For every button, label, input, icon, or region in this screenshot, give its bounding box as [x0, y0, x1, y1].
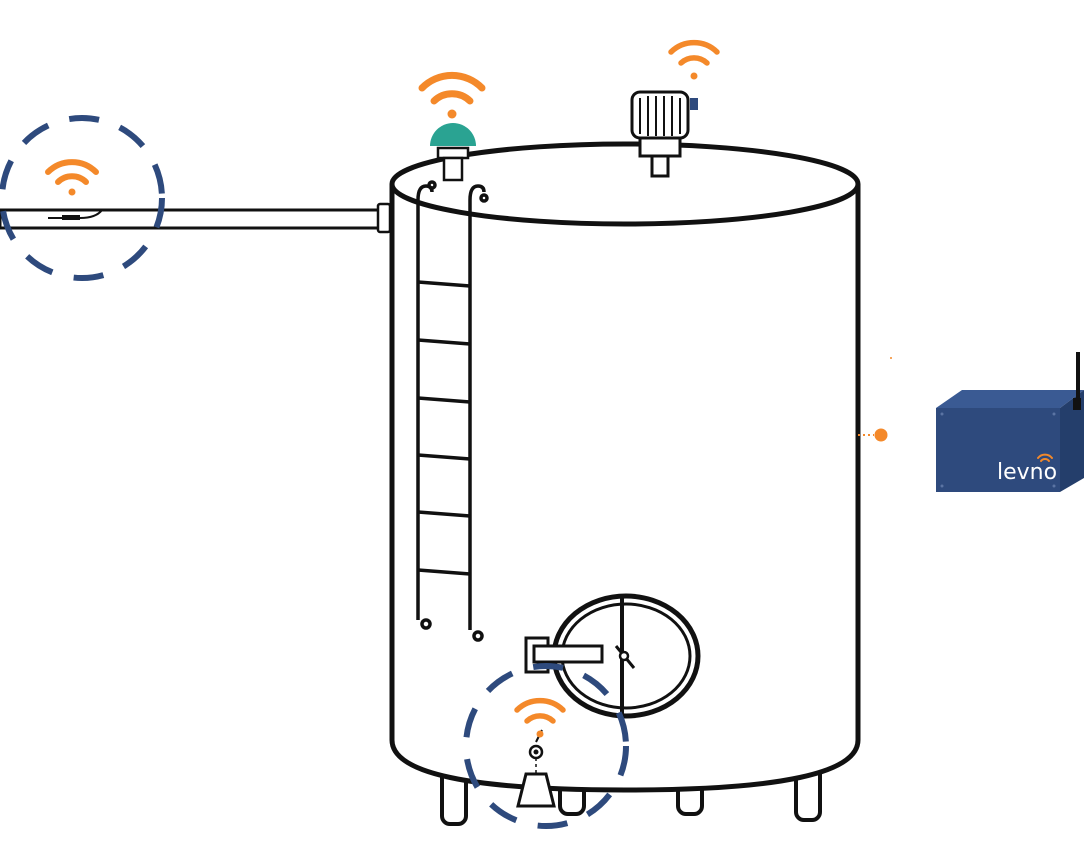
- tank-body: [389, 141, 861, 793]
- pipe-sensor-ring: [0, 115, 165, 281]
- wifi-signal-icon: [668, 39, 720, 80]
- manway-hatch: [524, 593, 701, 719]
- level-sensor-icon: [430, 123, 476, 182]
- wifi-signal-icon: [514, 697, 566, 738]
- gateway-brand-label: levno: [997, 460, 1057, 485]
- outlet-valve-sensor-icon: [516, 729, 556, 808]
- gateway-box-icon: levno: [936, 352, 1084, 492]
- agitator-motor-icon: [630, 90, 698, 178]
- connection-dots: [858, 357, 892, 442]
- pipe-sensor-icon: [48, 209, 103, 220]
- brand-wifi-icon: [1037, 453, 1053, 462]
- wifi-signal-icon: [45, 159, 99, 196]
- outlet-sensor-ring: [463, 663, 629, 829]
- wifi-signal-icon: [418, 71, 486, 119]
- ladder: [416, 180, 489, 642]
